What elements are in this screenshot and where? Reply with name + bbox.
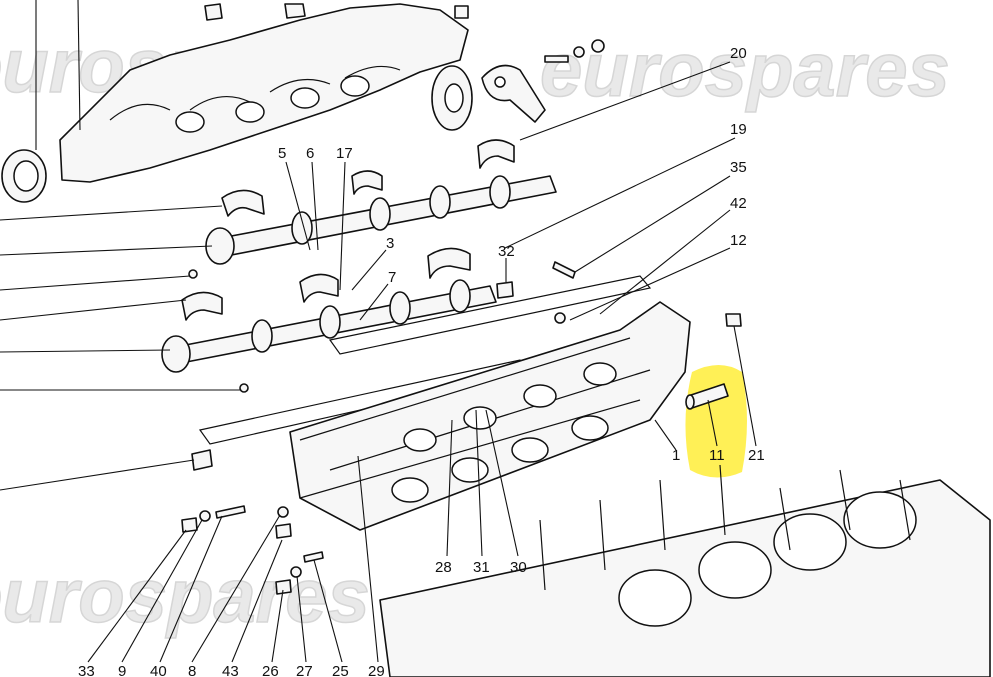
label-17[interactable]: 17 [336, 145, 353, 162]
watermark-text-top: eurospares [540, 28, 950, 113]
label-12[interactable]: 12 [730, 232, 747, 249]
label-29[interactable]: 29 [368, 663, 385, 677]
camshaft-upper-part[interactable] [205, 175, 557, 265]
label-26[interactable]: 26 [262, 663, 279, 677]
label-42[interactable]: 42 [730, 195, 747, 212]
label-9[interactable]: 9 [118, 663, 126, 677]
label-7[interactable]: 7 [388, 269, 396, 286]
label-40[interactable]: 40 [150, 663, 167, 677]
label-43[interactable]: 43 [222, 663, 239, 677]
dowel-part-11[interactable] [685, 383, 729, 410]
sprocket-part[interactable] [431, 65, 473, 131]
label-25[interactable]: 25 [332, 663, 349, 677]
label-3[interactable]: 3 [386, 235, 394, 252]
bearing-cap-parts[interactable] [181, 139, 742, 327]
label-21[interactable]: 21 [748, 447, 765, 464]
label-19[interactable]: 19 [730, 121, 747, 138]
label-32[interactable]: 32 [498, 243, 515, 260]
label-28[interactable]: 28 [435, 559, 452, 576]
label-8[interactable]: 8 [188, 663, 196, 677]
label-35[interactable]: 35 [730, 159, 747, 176]
label-20[interactable]: 20 [730, 45, 747, 62]
callout-labels: 20 19 35 42 12 5 6 17 3 7 32 1 11 21 28 … [78, 45, 765, 677]
label-31[interactable]: 31 [473, 559, 490, 576]
bracket-part-20[interactable] [481, 64, 546, 123]
label-5[interactable]: 5 [278, 145, 286, 162]
leader-lines [0, 0, 757, 663]
label-33[interactable]: 33 [78, 663, 95, 677]
cam-cover-part[interactable] [59, 3, 469, 183]
watermark-text-bottom-left: eurospares [0, 554, 370, 639]
label-27[interactable]: 27 [296, 663, 313, 677]
label-6[interactable]: 6 [306, 145, 314, 162]
engine-block-part[interactable] [379, 464, 991, 677]
studs-and-nuts-parts[interactable] [181, 261, 576, 595]
label-1[interactable]: 1 [672, 447, 680, 464]
cylinder-head-part[interactable] [289, 301, 691, 531]
small-fasteners-top[interactable] [204, 3, 605, 63]
label-30[interactable]: 30 [510, 559, 527, 576]
camshaft-lower-part[interactable] [161, 279, 497, 373]
oil-seal-part[interactable] [1, 149, 47, 203]
label-11[interactable]: 11 [709, 447, 725, 464]
